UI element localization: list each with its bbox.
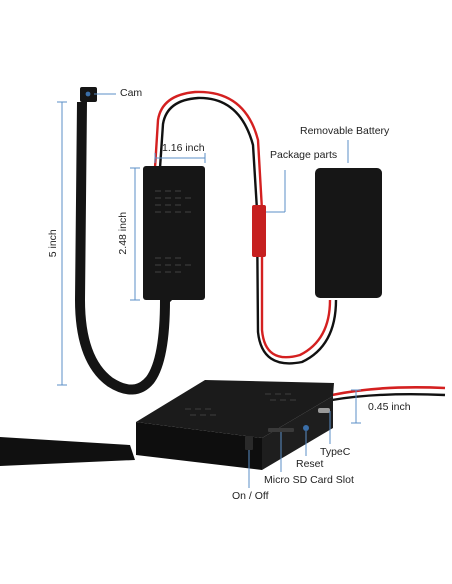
wire-red — [153, 90, 332, 359]
typec-label: TypeC — [320, 446, 351, 458]
on-off-label: On / Off — [232, 490, 269, 502]
speaker-grille-bottom — [155, 257, 191, 273]
ribbon-cable — [75, 101, 174, 395]
device-side-face — [262, 396, 333, 470]
thickness-label: 0.45 inch — [368, 401, 411, 413]
wire-red-bottom — [331, 386, 446, 397]
micro-sd-slot — [268, 428, 294, 432]
speaker-grille-3d — [185, 393, 296, 416]
width-label: 1.16 inch — [162, 142, 205, 154]
removable-battery-label: Removable Battery — [300, 125, 390, 137]
reset-button — [303, 425, 309, 431]
micro-sd-label: Micro SD Card Slot — [264, 474, 354, 486]
wire-black — [158, 96, 338, 365]
wire-connector — [252, 205, 266, 257]
speaker-grille-top — [155, 190, 191, 213]
height-label: 2.48 inch — [116, 211, 129, 255]
power-switch — [245, 436, 253, 450]
main-body — [143, 166, 205, 300]
device-top-face — [136, 380, 334, 438]
wire-black-bottom — [331, 392, 446, 402]
cable-length-label: 5 inch — [46, 229, 59, 258]
camera-lens-icon — [85, 91, 91, 97]
battery-body — [315, 168, 382, 298]
cam-label: Cam — [120, 87, 143, 99]
package-parts-label: Package parts — [270, 149, 338, 161]
device-front-face — [136, 422, 262, 470]
reset-label: Reset — [296, 458, 324, 470]
typec-port — [318, 408, 330, 413]
ribbon-cable-bottom — [0, 437, 135, 466]
